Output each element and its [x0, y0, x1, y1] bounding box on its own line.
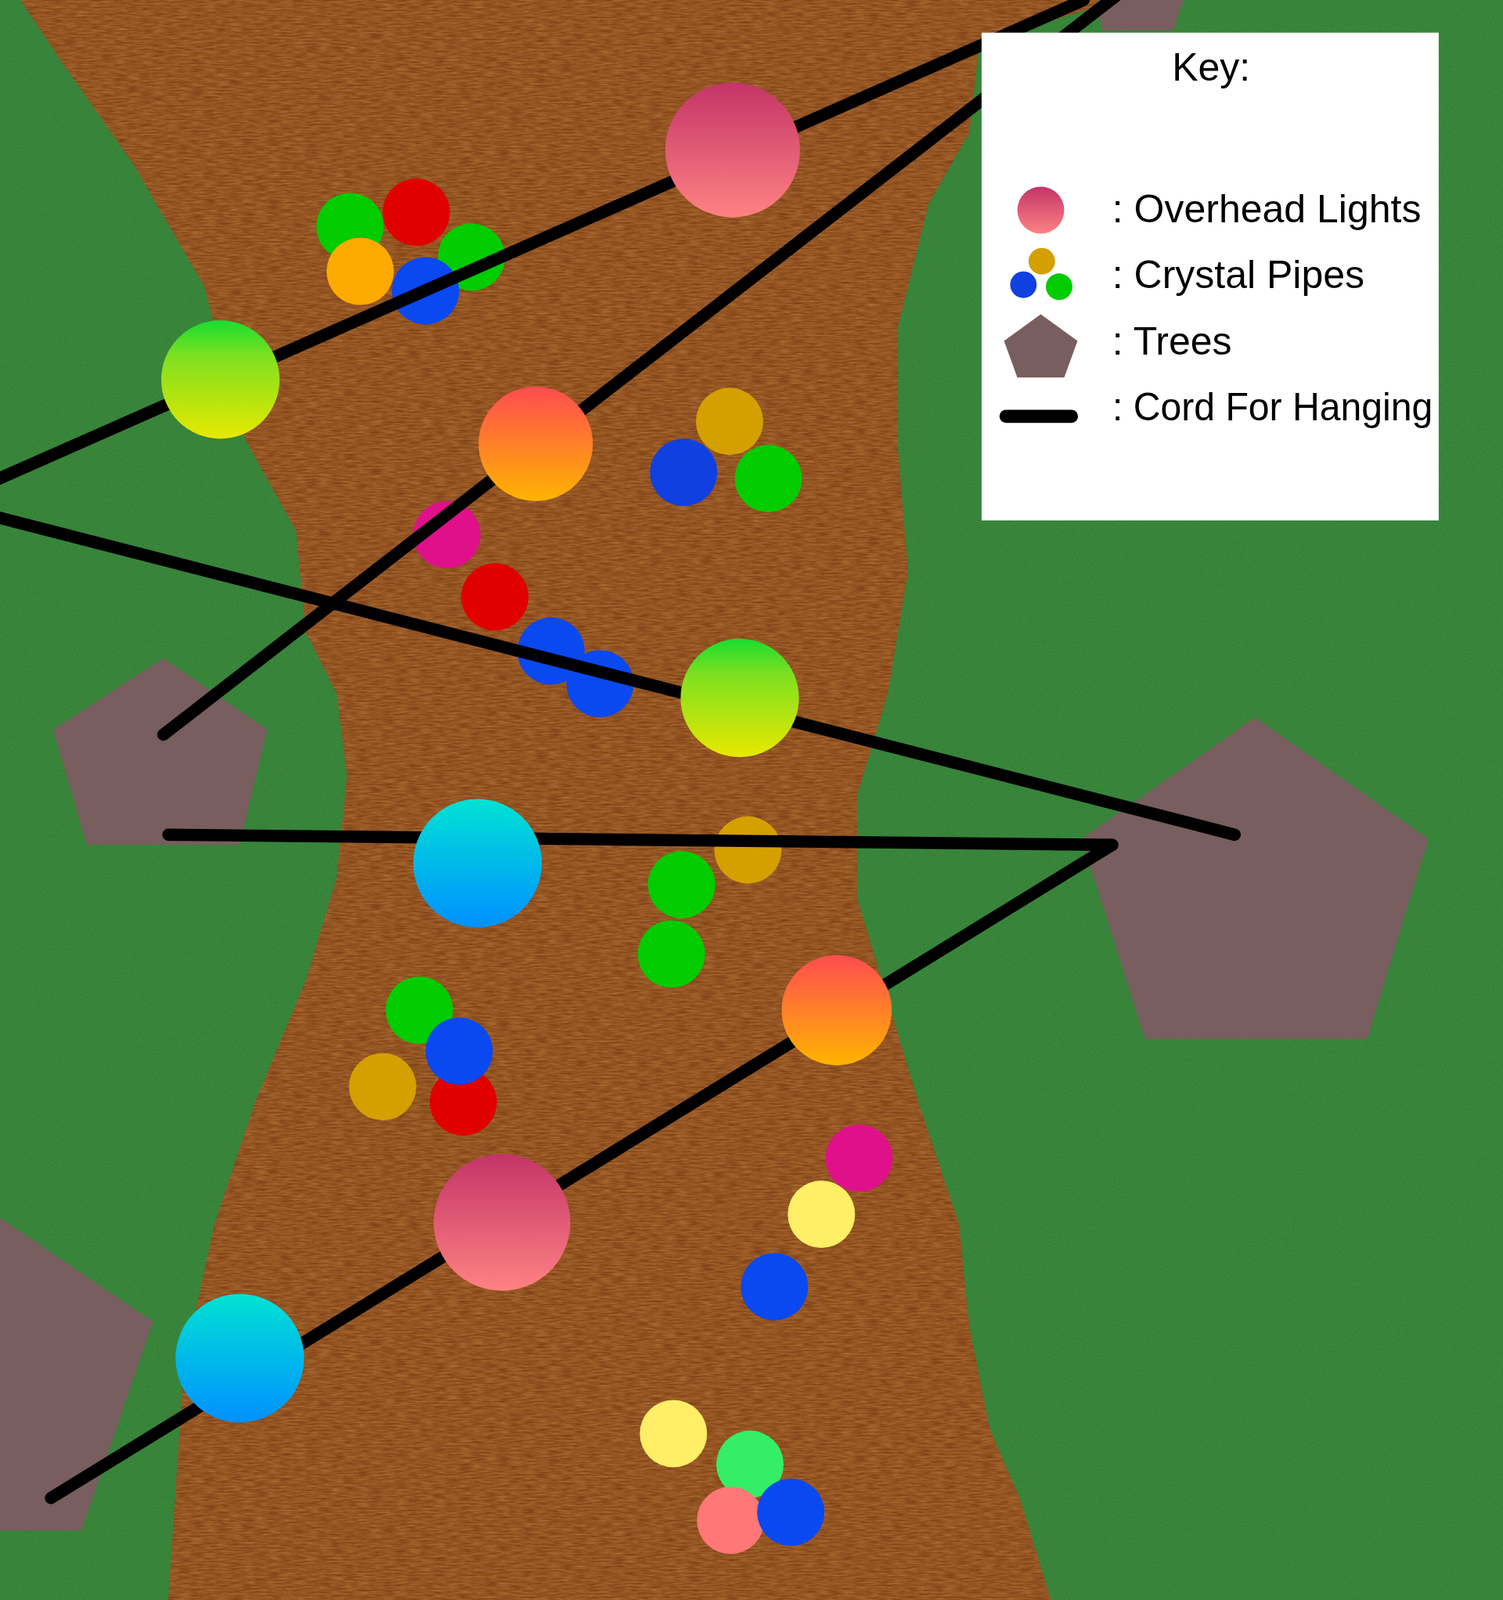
legend-heading: Key:: [1171, 46, 1251, 90]
hanging-cords: [0, 0, 1235, 1499]
tree-symbols: [0, 0, 1429, 1531]
cord-swatch: [1005, 409, 1071, 423]
tree-swatch: [1004, 314, 1078, 379]
tree-symbol: [1081, 717, 1429, 1039]
light-swatch: [1017, 187, 1065, 235]
key-panel: [981, 32, 1439, 521]
legend-text: : Overhead Lights: [1112, 187, 1422, 231]
overhead-lights: [161, 82, 892, 1424]
legend-text: : Crystal Pipes: [1112, 253, 1365, 297]
pipe-swatch: [1009, 248, 1073, 300]
legend-text: : Trees: [1112, 320, 1233, 364]
legend-text: : Cord For Hanging: [1112, 385, 1433, 429]
